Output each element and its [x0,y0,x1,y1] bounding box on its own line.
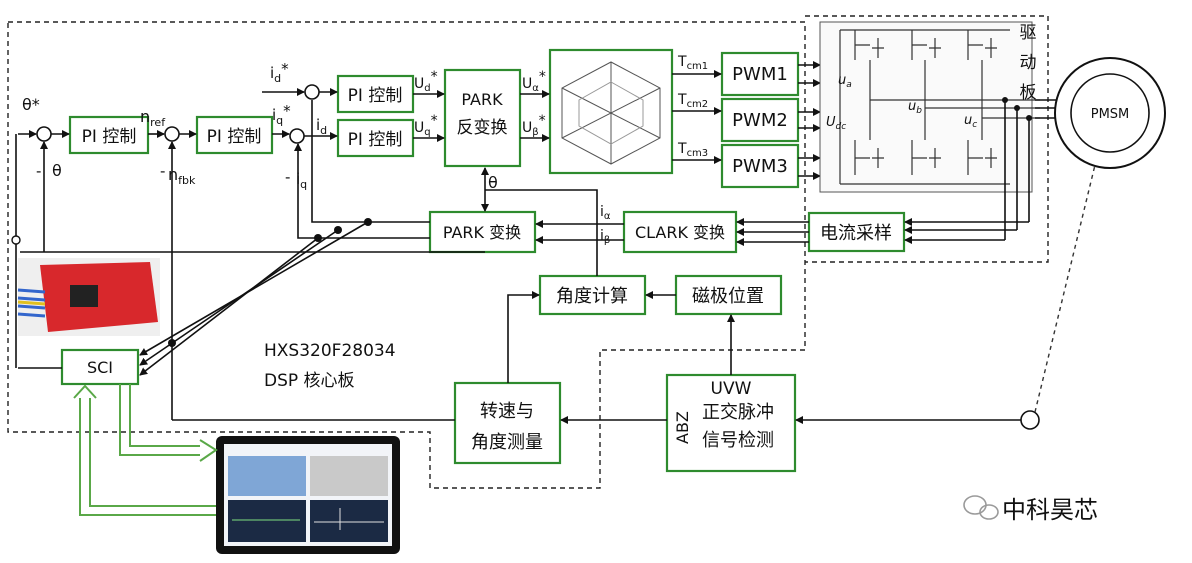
pwm2-block [720,97,800,143]
tcm2-label: Tcm2 [677,92,708,110]
encoder-node [1020,410,1040,430]
quad-label-2: 正交脉冲 [702,402,774,423]
speed-angle-block [453,381,562,465]
dsp-label-2: DSP 核心板 [264,371,355,391]
park-block [428,210,537,254]
quad-abz-label: ABZ [673,411,692,444]
svpwm-hexagon [561,61,661,165]
pmsm-label: PMSM [1091,107,1130,122]
sum-junction-3 [304,84,320,100]
pi-speed-block [68,115,150,155]
angle-calc-label: 角度计算 [556,286,628,307]
park-inv-label-2: 反变换 [457,118,508,138]
theta-star-label: θ* [22,95,40,114]
wechat-logo-icon [963,495,999,520]
driver-label-2: 动 [1020,53,1037,73]
pmsm-inner [1070,73,1150,153]
park-inv-label-1: PARK [461,90,503,109]
n-fbk-label: nfbk [168,165,196,187]
magnet-pos-block [674,274,783,316]
pi-speed2-block [195,115,274,155]
pi-d-block [336,74,415,114]
clark-block [622,210,738,254]
current-sample-label: 电流采样 [820,223,892,244]
quadrature-block [665,373,797,473]
theta-feedback-label: θ [488,173,498,192]
dsp-board-image [17,258,160,336]
watermark-text: 中科昊芯 [1002,496,1098,524]
dsp-region-border [7,21,806,489]
sum-junction-2 [164,126,180,142]
uq-label: Uq* [414,113,438,138]
driver-label-3: 板 [1020,83,1037,103]
id-label: id [316,116,327,137]
inverter-switches [839,29,1040,185]
ialpha-label: iα [600,204,611,222]
speed-angle-label-2: 角度测量 [471,432,543,453]
ualpha-label: Uα* [522,69,546,94]
park-inverse-block [443,68,522,168]
driver-label-1: 驱 [1020,23,1037,43]
ua-label: ua [838,73,852,90]
udc-label: Udc [826,115,846,132]
sci-data-arrows [73,384,218,516]
tcm1-label: Tcm1 [677,54,708,72]
inverter-bridge [819,21,1033,193]
pwm2-label: PWM2 [732,110,788,131]
minus-label-1: - [36,162,41,180]
pi-speed-label: PI 控制 [82,127,137,147]
minus-label-2: - [160,162,165,180]
pwm1-block [720,51,800,97]
sum-junction-1 [36,126,52,142]
dsp-label-1: HXS320F28034 [264,341,396,361]
uc-label: uc [964,113,977,130]
ub-label: ub [908,99,922,116]
magnet-pos-label: 磁极位置 [692,286,764,307]
sci-block [60,348,140,386]
theta-label: θ [52,161,62,180]
pi-d-label: PI 控制 [348,86,403,106]
sum-junction-4 [289,128,305,144]
iq-star-label: iq* [272,102,291,127]
minus-label-3: - [285,168,290,186]
ubeta-label: Uβ* [522,113,546,138]
pwm3-block [720,143,800,189]
quad-label-3: 信号检测 [702,430,774,451]
park-label: PARK 变换 [443,223,521,242]
sci-label: SCI [87,358,113,377]
n-ref-label: nref [140,107,166,129]
pi-speed2-label: PI 控制 [207,127,262,147]
tcm3-label: Tcm3 [677,141,708,159]
host-pc-screen [216,436,400,554]
pi-q-label: PI 控制 [348,130,403,150]
speed-angle-label-1: 转速与 [480,401,534,422]
pwm1-label: PWM1 [732,64,788,85]
ud-label: Ud* [414,69,438,94]
driver-region-border [805,15,1049,263]
iq-label: iq [296,170,307,191]
ibeta-label: iβ [600,228,610,246]
quad-label-1: UVW [711,379,752,399]
id-star-label: id* [270,60,289,85]
pwm3-label: PWM3 [732,156,788,177]
clark-label: CLARK 变换 [635,223,725,242]
